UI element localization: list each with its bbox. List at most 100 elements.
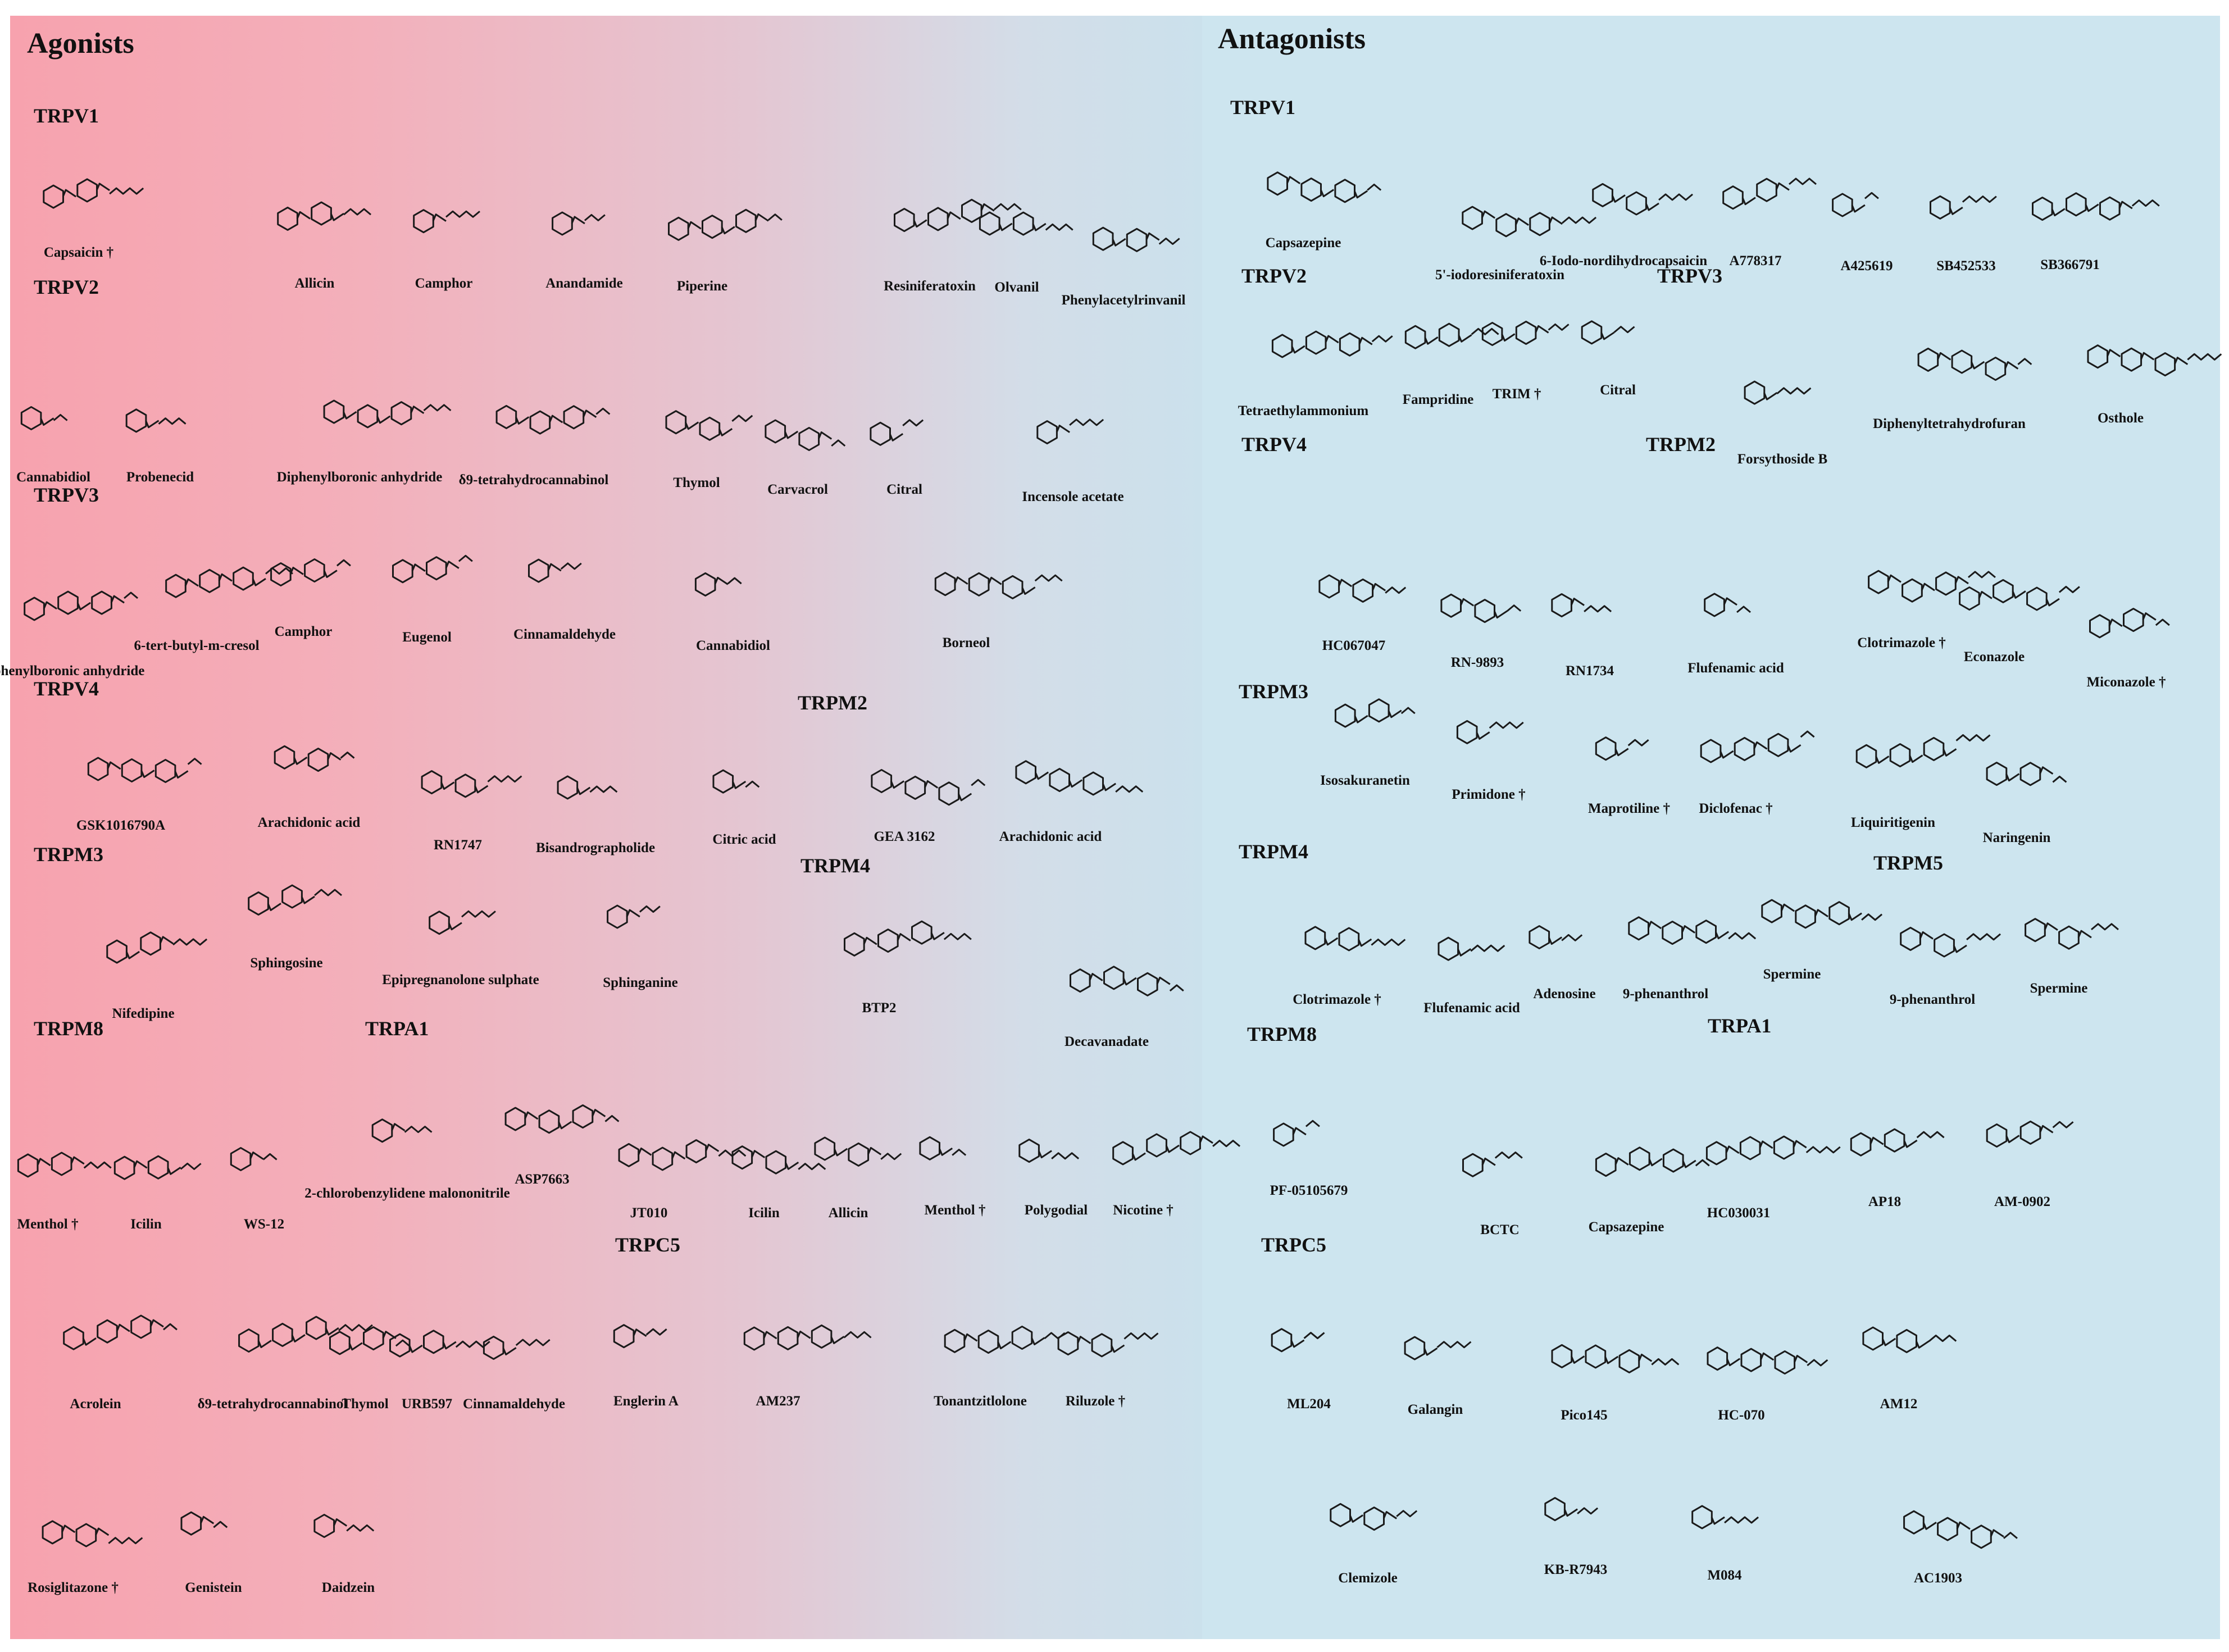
- compound-label: GSK1016790A: [76, 818, 166, 833]
- chemical-structure-icon: [1529, 925, 1583, 949]
- chemical-structure-icon: [495, 404, 611, 435]
- compound-label: Arachidonic acid: [999, 829, 1102, 844]
- compound: BTP2: [844, 920, 972, 1016]
- chemical-structure-icon: [668, 208, 783, 241]
- antagonists-panel: [1202, 16, 2220, 1639]
- compound: Diphenyltetrahydrofuran: [1873, 347, 2032, 431]
- compound-label: Probenecid: [126, 470, 194, 485]
- compound-label: Menthol †: [924, 1203, 986, 1218]
- agonists-group-label-trpv3: TRPV3: [34, 484, 99, 506]
- compound-label: Borneol: [942, 635, 990, 650]
- compound-label: KB-R7943: [1544, 1562, 1608, 1577]
- chemical-structure-icon: [429, 910, 496, 935]
- chemical-structure-icon: [894, 198, 1022, 233]
- chemical-structure-icon: [1707, 1346, 1828, 1375]
- compound: Liquiritigenin: [1851, 734, 1991, 830]
- antagonists-group-label-trpv4: TRPV4: [1241, 433, 1307, 456]
- chemical-structure-icon: [1092, 226, 1180, 252]
- agonists-group-label-trpv4: TRPV4: [34, 677, 99, 700]
- compound: Thymol: [329, 1326, 410, 1412]
- antagonists-group-label-trpm2: TRPM2: [1646, 433, 1716, 456]
- compound-label: HC067047: [1322, 638, 1386, 653]
- compound: Cinnamaldehyde: [463, 1335, 565, 1412]
- compound: Nifedipine: [106, 931, 208, 1021]
- chemical-structure-icon: [1404, 1336, 1472, 1360]
- compound: Icilin: [731, 1145, 826, 1221]
- chemical-structure-icon: [1862, 1326, 1957, 1353]
- compound-label: Daidzein: [321, 1580, 375, 1595]
- chemical-structure-icon: [870, 419, 924, 446]
- chemical-structure-icon: [329, 1326, 410, 1355]
- compound-label: Tetraethylammonium: [1238, 403, 1369, 418]
- compound-label: Diphenyltetrahydrofuran: [1873, 416, 2026, 431]
- chemical-structure-icon: [274, 745, 355, 772]
- compound-label: Nicotine †: [1113, 1203, 1173, 1218]
- agonists-group-label-trpm2: TRPM2: [798, 691, 867, 714]
- chemical-structure-icon: [1855, 734, 1991, 768]
- chemical-structure-icon: [1900, 926, 2001, 958]
- compound: Arachidonic acid: [258, 745, 360, 830]
- compound-label: Clotrimazole †: [1293, 992, 1381, 1007]
- chemical-structure-icon: [814, 1136, 902, 1167]
- chemical-structure-icon: [665, 410, 753, 441]
- chemical-structure-icon: [979, 211, 1073, 236]
- compound-label: AC1903: [1913, 1571, 1963, 1586]
- compound: Capsazepine: [1589, 1146, 1710, 1235]
- compound-label: M084: [1707, 1568, 1742, 1583]
- chemical-structure-icon: [1691, 1505, 1759, 1530]
- compound: Cannabidiol: [694, 572, 770, 653]
- chemical-structure-icon: [694, 572, 742, 597]
- compound-label: Olvanil: [994, 280, 1039, 295]
- compound-label: Diphenylboronic anhydride: [0, 663, 145, 679]
- compound-label: δ9-tetrahydrocannabinol: [458, 472, 609, 488]
- compound-label: Flufenamic acid: [1423, 1000, 1520, 1016]
- compound-label: Clotrimazole †: [1857, 635, 1946, 650]
- chemical-structure-icon: [1761, 899, 1883, 929]
- chemical-structure-icon: [528, 558, 582, 583]
- chemical-structure-icon: [113, 1155, 202, 1180]
- chemical-structure-icon: [1959, 579, 2080, 611]
- compound: A778317: [1722, 178, 1817, 268]
- compound-label: SB452533: [1936, 258, 1996, 274]
- chemical-structure-icon: [1700, 730, 1815, 763]
- chemical-structure-icon: [919, 1136, 967, 1161]
- compound-label: Clemizole: [1338, 1571, 1398, 1586]
- compound: Sphinganine: [603, 904, 678, 990]
- compound-label: Spermine: [2030, 981, 2088, 996]
- compound-label: Anandamide: [545, 276, 623, 291]
- compound-label: 9-phenanthrol: [1889, 992, 1976, 1007]
- chemical-structure-icon: [248, 884, 343, 916]
- compound-label: Camphor: [274, 624, 333, 639]
- chemical-structure-icon: [613, 1324, 667, 1349]
- chemical-structure-icon: [1917, 347, 2032, 381]
- compound: Citral: [870, 419, 924, 497]
- chemical-structure-icon: [1544, 1497, 1599, 1522]
- compound-label: Epipregnanolone sulphate: [382, 972, 539, 987]
- chemical-structure-icon: [765, 419, 846, 451]
- chemical-structure-icon: [1304, 926, 1406, 952]
- compound-label: Capsazepine: [1588, 1219, 1664, 1235]
- compound-label: Incensole acetate: [1022, 489, 1124, 504]
- compound-label: Liquiritigenin: [1850, 815, 1936, 830]
- chemical-structure-icon: [1271, 330, 1393, 358]
- compound-label: Tonantzitlolone: [934, 1394, 1027, 1409]
- compound-label: Sphingosine: [250, 955, 323, 971]
- chemical-structure-icon: [1438, 936, 1505, 961]
- agonists-group-label-trpv2: TRPV2: [34, 276, 99, 298]
- compound-label: Bisandrographolide: [535, 840, 656, 855]
- antagonists-group-label-trpv1: TRPV1: [1230, 96, 1295, 119]
- chemical-structure-icon: [165, 566, 293, 598]
- compound-label: Primidone †: [1452, 787, 1526, 802]
- compound-label: Piperine: [676, 279, 728, 294]
- compound-label: Nifedipine: [112, 1006, 175, 1021]
- compound-label: Resiniferatoxin: [884, 279, 976, 294]
- compound: Fampridine: [1403, 322, 1499, 407]
- chemical-structure-icon: [944, 1326, 1066, 1354]
- chemical-structure-icon: [1986, 1120, 2074, 1148]
- chemical-structure-icon: [1271, 1328, 1325, 1353]
- compound-label: AM237: [756, 1394, 800, 1409]
- compound: 9-phenanthrol: [1890, 926, 2001, 1007]
- compound-label: Galangin: [1407, 1402, 1463, 1417]
- compound-label: AM-0902: [1994, 1194, 2050, 1209]
- chemical-structure-icon: [413, 209, 480, 234]
